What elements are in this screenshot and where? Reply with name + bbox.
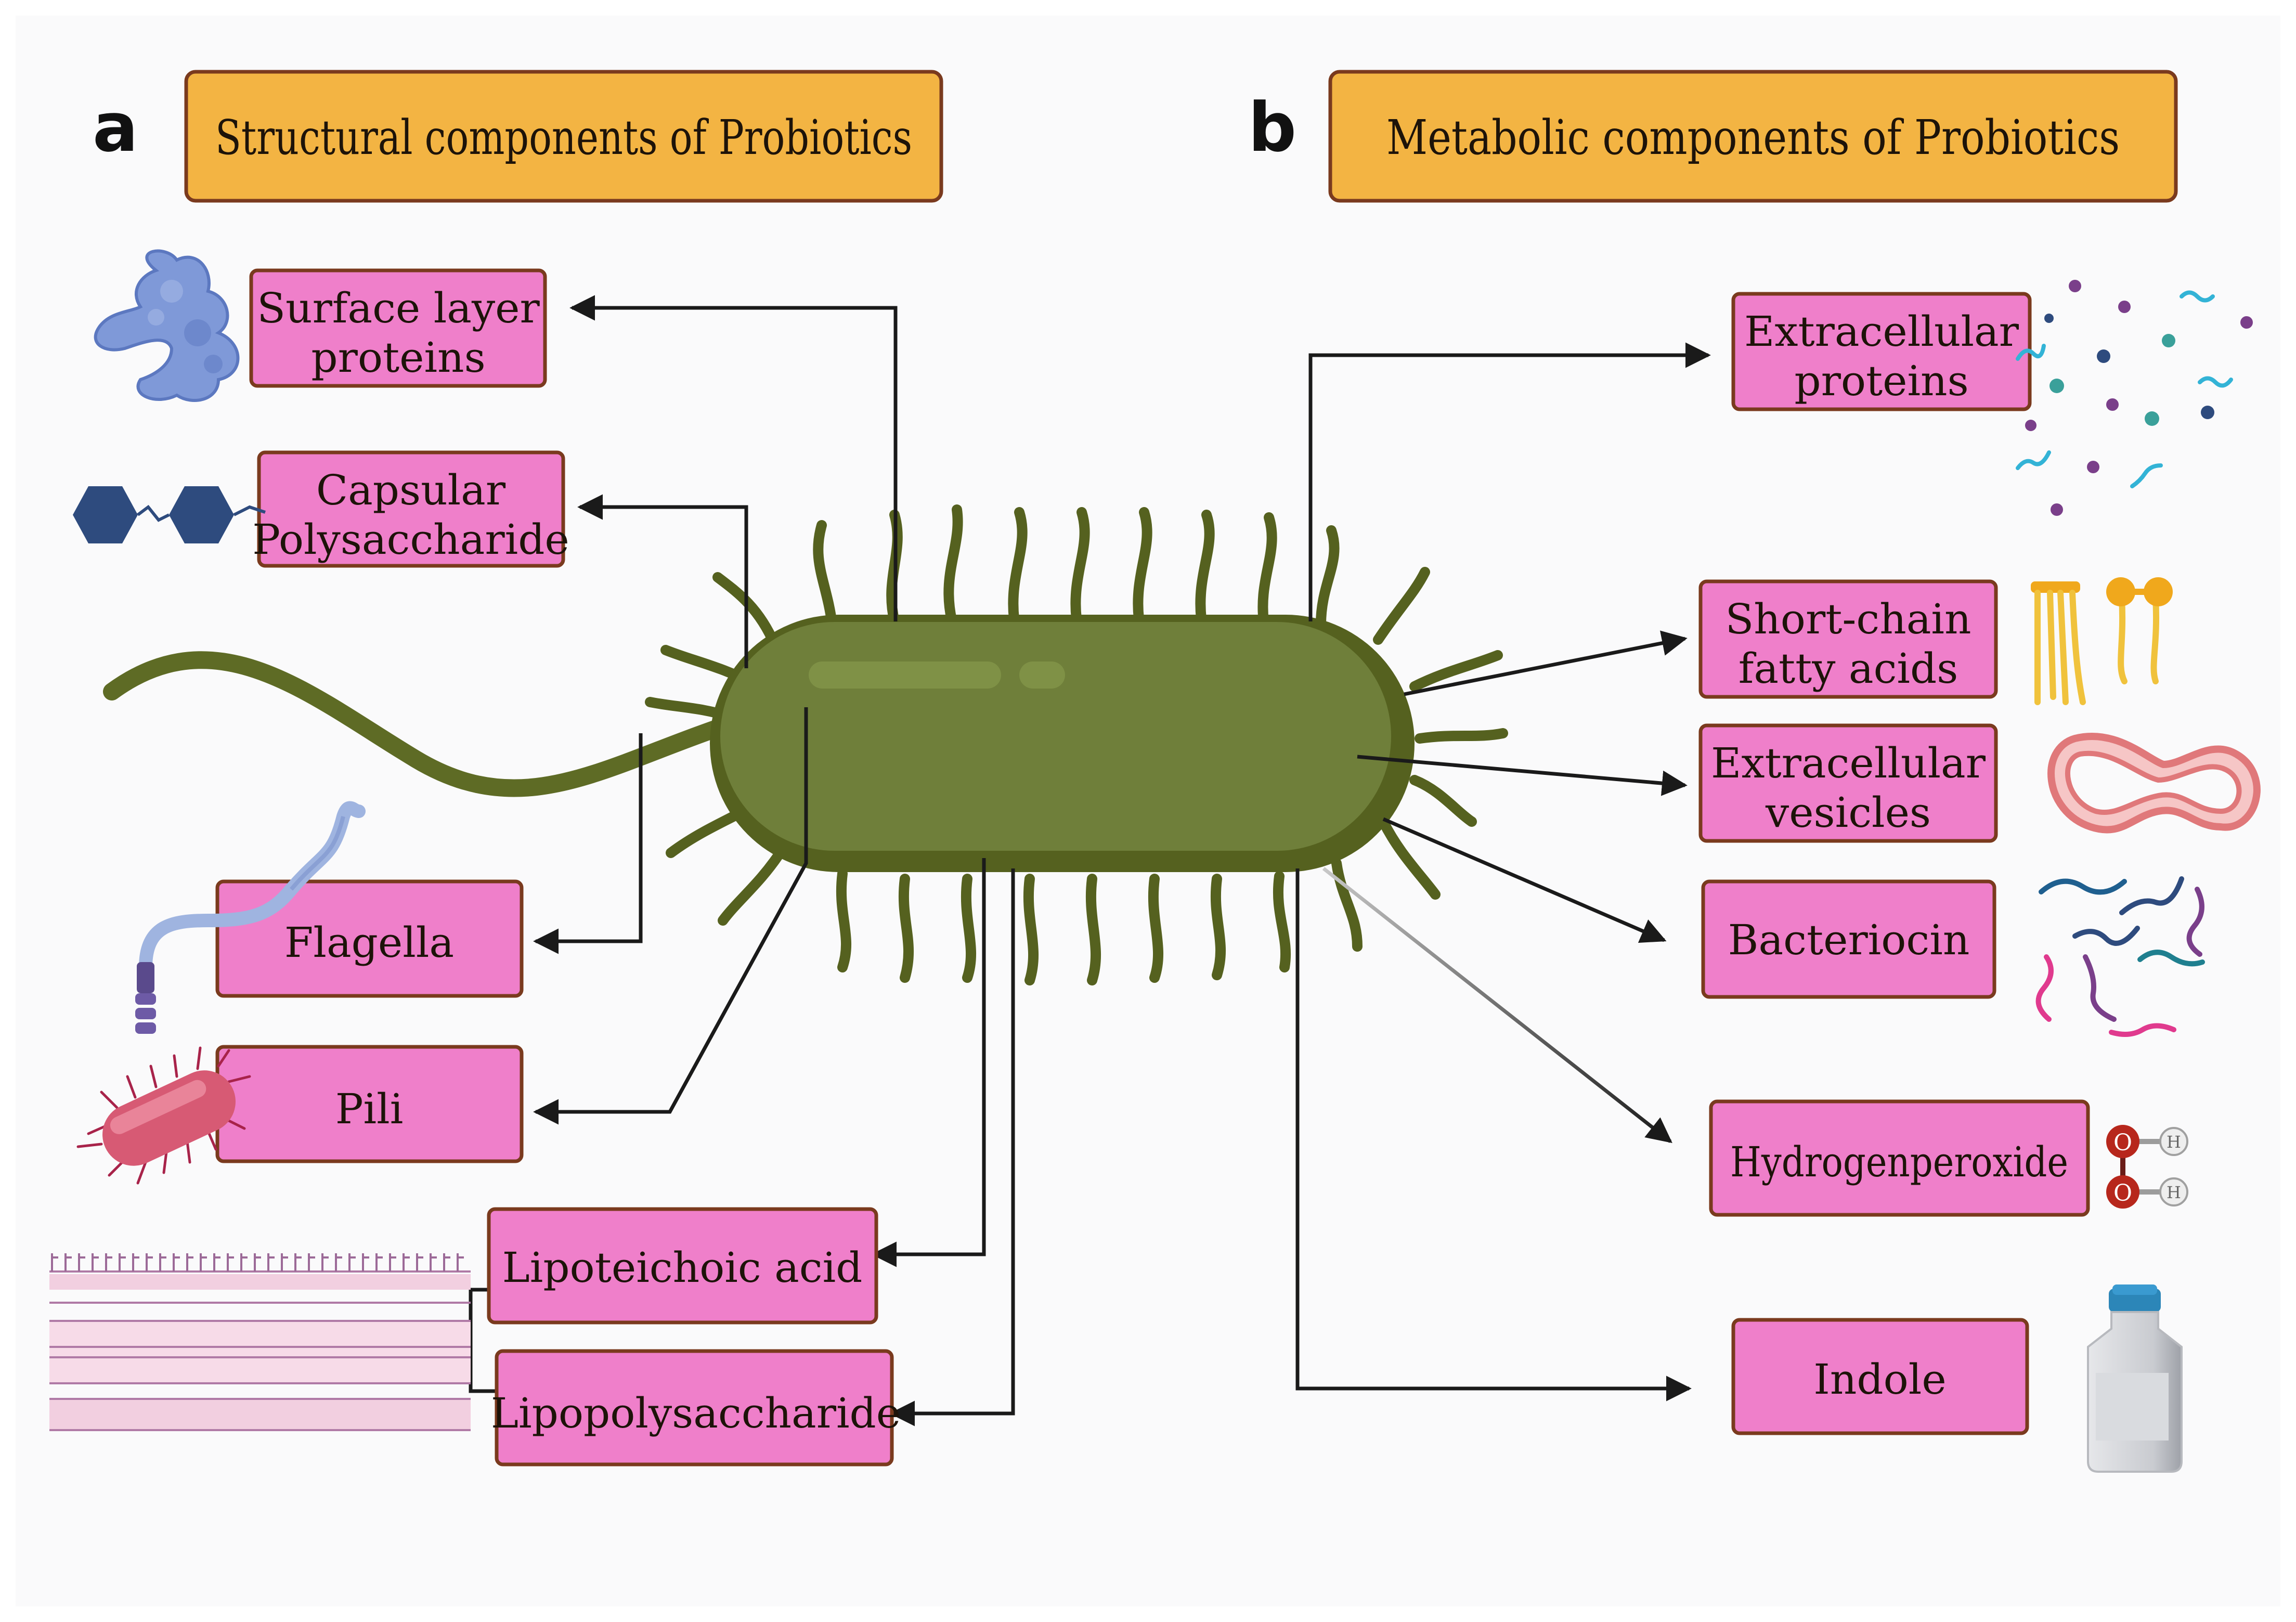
label-short-chain-fatty-acids: Short-chain fatty acids <box>1698 579 1998 699</box>
panel-letter-a: a <box>93 88 138 167</box>
vesicle-icon <box>2047 732 2261 834</box>
label-indole: Indole <box>1731 1318 2029 1435</box>
hydrogen-atom-1 <box>2159 1127 2188 1156</box>
surface-layer-proteins-line2: proteins <box>311 333 485 382</box>
panel-a-header: a Structural components of Probiotics <box>93 70 943 203</box>
arrow-capsular-polysaccharide <box>577 494 748 668</box>
bacteriocin-label: Bacteriocin <box>1728 916 1970 964</box>
bacterium-highlight <box>809 661 1001 689</box>
extracellular-proteins-line2: proteins <box>1794 357 1968 405</box>
hydrogen-label-1: H <box>2167 1132 2181 1152</box>
arrow-bacteriocin <box>1382 817 1667 943</box>
extracellular-proteins-line1: Extracellular <box>1744 307 2019 356</box>
arrow-lipopolysaccharide <box>889 868 1015 1426</box>
oxygen-label-2: O <box>2113 1180 2132 1206</box>
hexagon-chain-icon <box>73 486 266 543</box>
cell-wall-membrane-icon <box>49 1253 471 1431</box>
label-capsular-polysaccharide: Capsular Polysaccharide <box>252 450 569 568</box>
short-chain-fatty-acids-line2: fatty acids <box>1739 644 1958 693</box>
arrow-short-chain-fatty-acids <box>1404 630 1688 696</box>
panel-letter-b: b <box>1248 88 1296 167</box>
panel-a-title: Structural components of Probiotics <box>215 110 912 165</box>
short-chain-fatty-acids-line1: Short-chain <box>1725 595 1971 643</box>
lipopolysaccharide-label: Lipopolysaccharide <box>491 1389 901 1437</box>
pili-label: Pili <box>335 1085 404 1133</box>
h2o2-molecule-icon: O O H H <box>2106 1125 2188 1209</box>
oxygen-atom-2 <box>2106 1175 2139 1209</box>
lipid-icon <box>2031 577 2173 705</box>
bacterium-body-inner <box>720 622 1391 851</box>
label-surface-layer-proteins: Surface layer proteins <box>249 268 547 388</box>
flagella-label: Flagella <box>284 918 454 967</box>
arrow-pili <box>533 707 808 1125</box>
panel-b-header: b Metabolic components of Probiotics <box>1248 70 2178 203</box>
capsular-polysaccharide-line2: Polysaccharide <box>252 515 569 564</box>
arrow-flagella <box>533 733 643 954</box>
piliated-bacterium-icon <box>76 1046 251 1185</box>
label-extracellular-vesicles: Extracellular vesicles <box>1698 723 1998 843</box>
extracellular-vesicles-line1: Extracellular <box>1711 739 1986 787</box>
panel-b-title: Metabolic components of Probiotics <box>1386 110 2120 165</box>
indole-label: Indole <box>1813 1355 1946 1404</box>
central-bacterium <box>103 504 1508 985</box>
arrow-hydrogenperoxide <box>1322 867 1672 1144</box>
label-bacteriocin: Bacteriocin <box>1701 879 1996 999</box>
bacterium-highlight-small <box>1019 661 1065 689</box>
arrow-extracellular-proteins <box>1308 342 1711 621</box>
hydrogen-label-2: H <box>2167 1183 2181 1202</box>
arrow-extracellular-vesicles <box>1357 755 1688 796</box>
scattered-molecules-icon <box>2016 280 2253 516</box>
label-hydrogenperoxide: Hydrogenperoxide <box>1709 1099 2090 1217</box>
surface-layer-proteins-line1: Surface layer <box>257 284 540 332</box>
arrow-surface-layer-proteins <box>569 295 898 621</box>
extracellular-vesicles-line2: vesicles <box>1765 788 1931 837</box>
bacterium-flagellum <box>103 651 727 797</box>
bacterium-pili <box>645 504 1508 985</box>
label-lipoteichoic-acid: Lipoteichoic acid <box>487 1207 878 1325</box>
oxygen-label-1: O <box>2113 1130 2132 1156</box>
panel-a-title-box <box>184 70 943 203</box>
arrow-lipoteichoic-acid <box>871 858 986 1267</box>
label-lipopolysaccharide: Lipopolysaccharide <box>491 1349 901 1467</box>
hydrogen-atom-2 <box>2159 1177 2188 1206</box>
lipoteichoic-acid-label: Lipoteichoic acid <box>502 1243 863 1292</box>
label-pili: Pili <box>215 1045 524 1163</box>
hydrogenperoxide-label: Hydrogenperoxide <box>1730 1138 2068 1186</box>
arrow-indole <box>1295 868 1692 1402</box>
flagellum-motor-icon <box>135 801 366 1034</box>
structural-labels: Surface layer proteins Capsular Polysacc… <box>215 268 901 1467</box>
panel-b-title-box <box>1328 70 2178 203</box>
capsular-polysaccharide-line1: Capsular <box>316 466 506 514</box>
label-extracellular-proteins: Extracellular proteins <box>1731 292 2032 411</box>
metabolic-labels: Extracellular proteins Short-chain fatty… <box>1698 292 2090 1435</box>
bottle-icon <box>2087 1284 2183 1473</box>
protein-blob-icon <box>94 249 240 402</box>
oxygen-atom-1 <box>2106 1125 2139 1158</box>
peptide-strands-icon <box>2035 876 2205 1037</box>
label-flagella: Flagella <box>215 879 524 998</box>
connector-arrows <box>469 295 1711 1426</box>
